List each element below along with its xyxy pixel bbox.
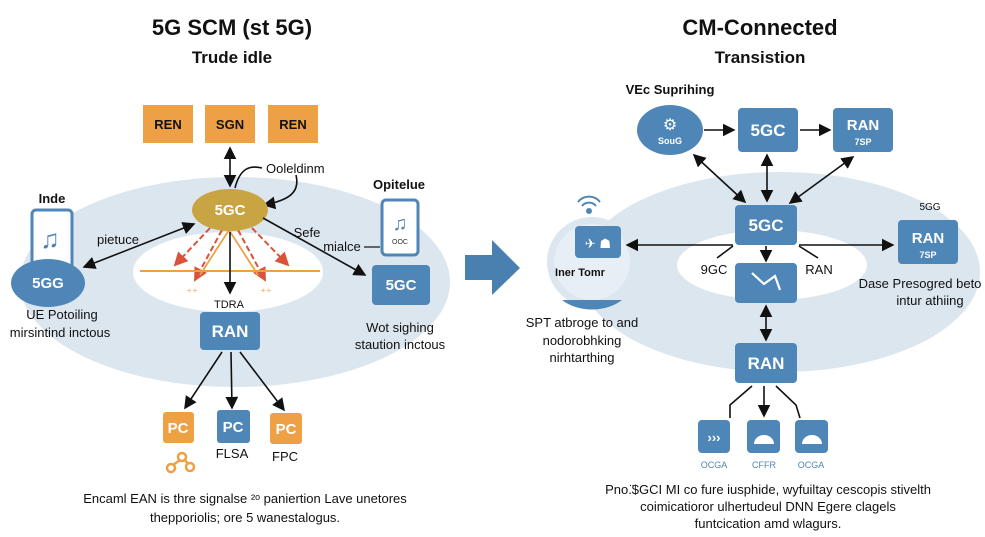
device-node bbox=[372, 265, 430, 305]
device-label: Iner Tomr bbox=[555, 267, 606, 279]
top-node-2: SGN bbox=[205, 105, 255, 143]
arrow-right-icon bbox=[465, 240, 520, 295]
svg-text:REN: REN bbox=[279, 117, 306, 132]
side-ran-heading: 5GG bbox=[919, 202, 940, 213]
pc-node-3: PC bbox=[270, 413, 302, 444]
pc-caption-3: FPC bbox=[272, 449, 298, 464]
left-subtitle: Trude idle bbox=[192, 48, 272, 67]
svg-text:PC: PC bbox=[276, 421, 297, 438]
svg-text:7SP: 7SP bbox=[919, 250, 936, 260]
bottom-ran-node bbox=[735, 343, 797, 383]
svg-text:5GC: 5GC bbox=[215, 202, 246, 219]
top-heading: VEc Suprihing bbox=[626, 82, 715, 97]
pc-node-2: PC bbox=[217, 410, 250, 443]
side-ran-node bbox=[898, 220, 958, 264]
gear-node bbox=[637, 105, 703, 155]
svg-text:7SP: 7SP bbox=[854, 137, 871, 147]
ue-caption-2: mirsintind inctous bbox=[10, 325, 111, 340]
icon-label-2: CFFR bbox=[752, 460, 776, 470]
pc-node-1: PC bbox=[163, 412, 194, 443]
helmet-icon bbox=[747, 420, 780, 453]
svg-text:5GC: 5GC bbox=[386, 277, 417, 294]
top-ran-node bbox=[833, 108, 893, 152]
device-link-label-1: Sefe bbox=[294, 225, 321, 240]
inner-label-1: 9GC bbox=[701, 262, 728, 277]
right-subtitle: Transistion bbox=[715, 48, 806, 67]
top-node-3: REN bbox=[268, 105, 318, 143]
svg-text:SGN: SGN bbox=[216, 117, 244, 132]
chevrons-icon: ››› bbox=[698, 420, 730, 453]
device-caption-2: staution inctous bbox=[355, 337, 446, 352]
device-link-label-2: mialce bbox=[323, 239, 361, 254]
left-panel: 5G SCM (st 5G) Trude idle REN SGN REN Oo… bbox=[10, 15, 450, 525]
gear-icon: ⚙ bbox=[663, 117, 677, 134]
svg-text:5GC: 5GC bbox=[749, 216, 784, 235]
svg-text:PC: PC bbox=[223, 419, 244, 436]
right-footer-1: Pno.̈$GCI MI co fure iusphide, wyfuiltay… bbox=[605, 482, 931, 497]
handover-icon bbox=[751, 272, 782, 291]
network-nodes-icon bbox=[165, 451, 196, 474]
icon-label-3: OCGA bbox=[798, 460, 825, 470]
core-node bbox=[192, 189, 268, 231]
device-heading: Opitelue bbox=[373, 177, 425, 192]
top-core-node bbox=[738, 108, 798, 152]
device-node bbox=[575, 226, 621, 258]
mid-core-node bbox=[735, 205, 797, 245]
left-footer-2: thepporiolis; ore 5 wanestalogus. bbox=[150, 510, 340, 525]
device-caption-2: nodorobhking bbox=[543, 333, 622, 348]
left-title: 5G SCM (st 5G) bbox=[152, 15, 312, 40]
ran-label: TDRA bbox=[214, 299, 245, 311]
ue-caption-1: UE Potoiling bbox=[26, 307, 98, 322]
svg-text:›››: ››› bbox=[708, 430, 721, 445]
device-icon: ✈ ☗ bbox=[585, 236, 611, 251]
svg-text:⁺⁺: ⁺⁺ bbox=[260, 287, 272, 299]
svg-text:⁺⁺: ⁺⁺ bbox=[186, 287, 198, 299]
ue-link-label: pietuce bbox=[97, 232, 139, 247]
device-caption-3: nirhtarthing bbox=[549, 350, 614, 365]
inner-label-2: RAN bbox=[805, 262, 832, 277]
svg-text:5GC: 5GC bbox=[751, 121, 786, 140]
right-footer-2: coimicatioror ulhertudeul DNN Egere clag… bbox=[640, 499, 896, 514]
device-caption-1: Wot sighing bbox=[366, 320, 434, 335]
svg-text:5GG: 5GG bbox=[32, 275, 64, 292]
ue-node bbox=[11, 259, 85, 307]
helmet-icon bbox=[795, 420, 828, 453]
svg-text:PC: PC bbox=[168, 420, 189, 437]
right-footer-3: funtcication amd wlagurs. bbox=[695, 516, 842, 531]
core-callout: Ooleldinm bbox=[266, 161, 325, 176]
music-icon: ♫ bbox=[393, 213, 408, 235]
right-panel: CM-Connected Transistion VEc Suprihing ⚙… bbox=[526, 15, 982, 531]
right-title: CM-Connected bbox=[682, 15, 837, 40]
top-node-1: REN bbox=[143, 105, 193, 143]
svg-text:RAN: RAN bbox=[912, 230, 945, 247]
svg-text:RAN: RAN bbox=[748, 354, 785, 373]
left-footer-1: Encaml EAN is thre signalse ²ᵒ paniertio… bbox=[83, 491, 407, 506]
pc-caption-2: FLSA bbox=[216, 446, 249, 461]
svg-text:REN: REN bbox=[154, 117, 181, 132]
svg-text:OOC: OOC bbox=[392, 239, 408, 246]
svg-text:SouG: SouG bbox=[658, 136, 682, 146]
side-ran-caption-2: intur athiing bbox=[896, 293, 963, 308]
svg-text:RAN: RAN bbox=[212, 322, 249, 341]
icon-label-1: OCGA bbox=[701, 460, 728, 470]
wifi-icon bbox=[577, 195, 601, 214]
ue-heading: Inde bbox=[39, 191, 66, 206]
side-ran-caption-1: Dase Presogred beto bbox=[859, 276, 982, 291]
phone-icon bbox=[380, 198, 420, 257]
svg-text:RAN: RAN bbox=[847, 117, 880, 134]
ran-node bbox=[200, 312, 260, 350]
device-caption-1: SPT atbroge to and bbox=[526, 315, 639, 330]
music-icon: ♫ bbox=[40, 224, 60, 254]
